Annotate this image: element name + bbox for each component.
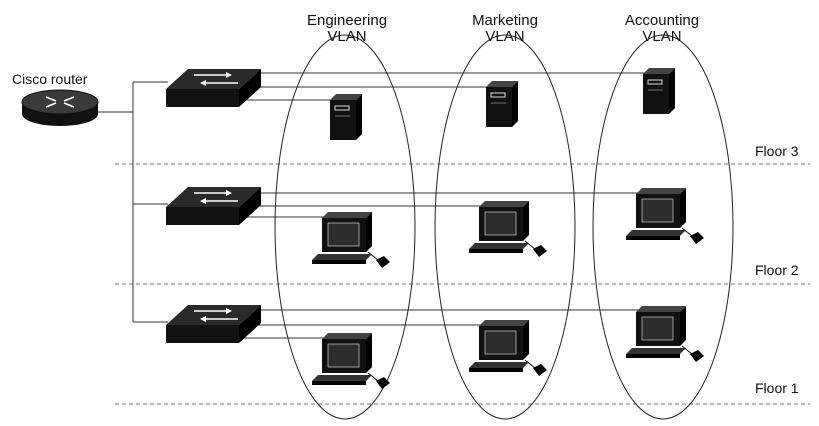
accounting-vlan-title-line1: Accounting bbox=[625, 12, 699, 29]
router-icon bbox=[21, 89, 99, 127]
server-icon bbox=[642, 67, 676, 115]
floor-2-label: Floor 2 bbox=[755, 262, 799, 278]
workstation-icon bbox=[625, 305, 705, 363]
switch-icon bbox=[165, 186, 262, 226]
accounting-vlan-title-line2: VLAN bbox=[642, 28, 681, 45]
workstation-icon bbox=[468, 200, 548, 258]
floor-3-label: Floor 3 bbox=[755, 143, 799, 159]
workstation-icon bbox=[625, 187, 705, 245]
workstation-icon bbox=[468, 319, 548, 377]
switch-icon bbox=[165, 304, 262, 344]
server-icon bbox=[329, 93, 363, 141]
workstation-icon bbox=[311, 211, 391, 269]
accounting-vlan-ellipse bbox=[592, 34, 734, 420]
marketing-vlan-title-line2: VLAN bbox=[485, 28, 524, 45]
engineering-vlan-title-line1: Engineering bbox=[307, 12, 387, 29]
engineering-vlan-title-line2: VLAN bbox=[327, 28, 366, 45]
server-icon bbox=[485, 80, 519, 128]
router-label: Cisco router bbox=[12, 71, 88, 87]
workstation-icon bbox=[311, 332, 391, 390]
floor-1-label: Floor 1 bbox=[755, 380, 799, 396]
switch-icon bbox=[165, 68, 262, 108]
engineering-vlan-ellipse bbox=[274, 34, 416, 420]
marketing-vlan-title-line1: Marketing bbox=[472, 12, 538, 29]
marketing-vlan-ellipse bbox=[434, 34, 576, 420]
